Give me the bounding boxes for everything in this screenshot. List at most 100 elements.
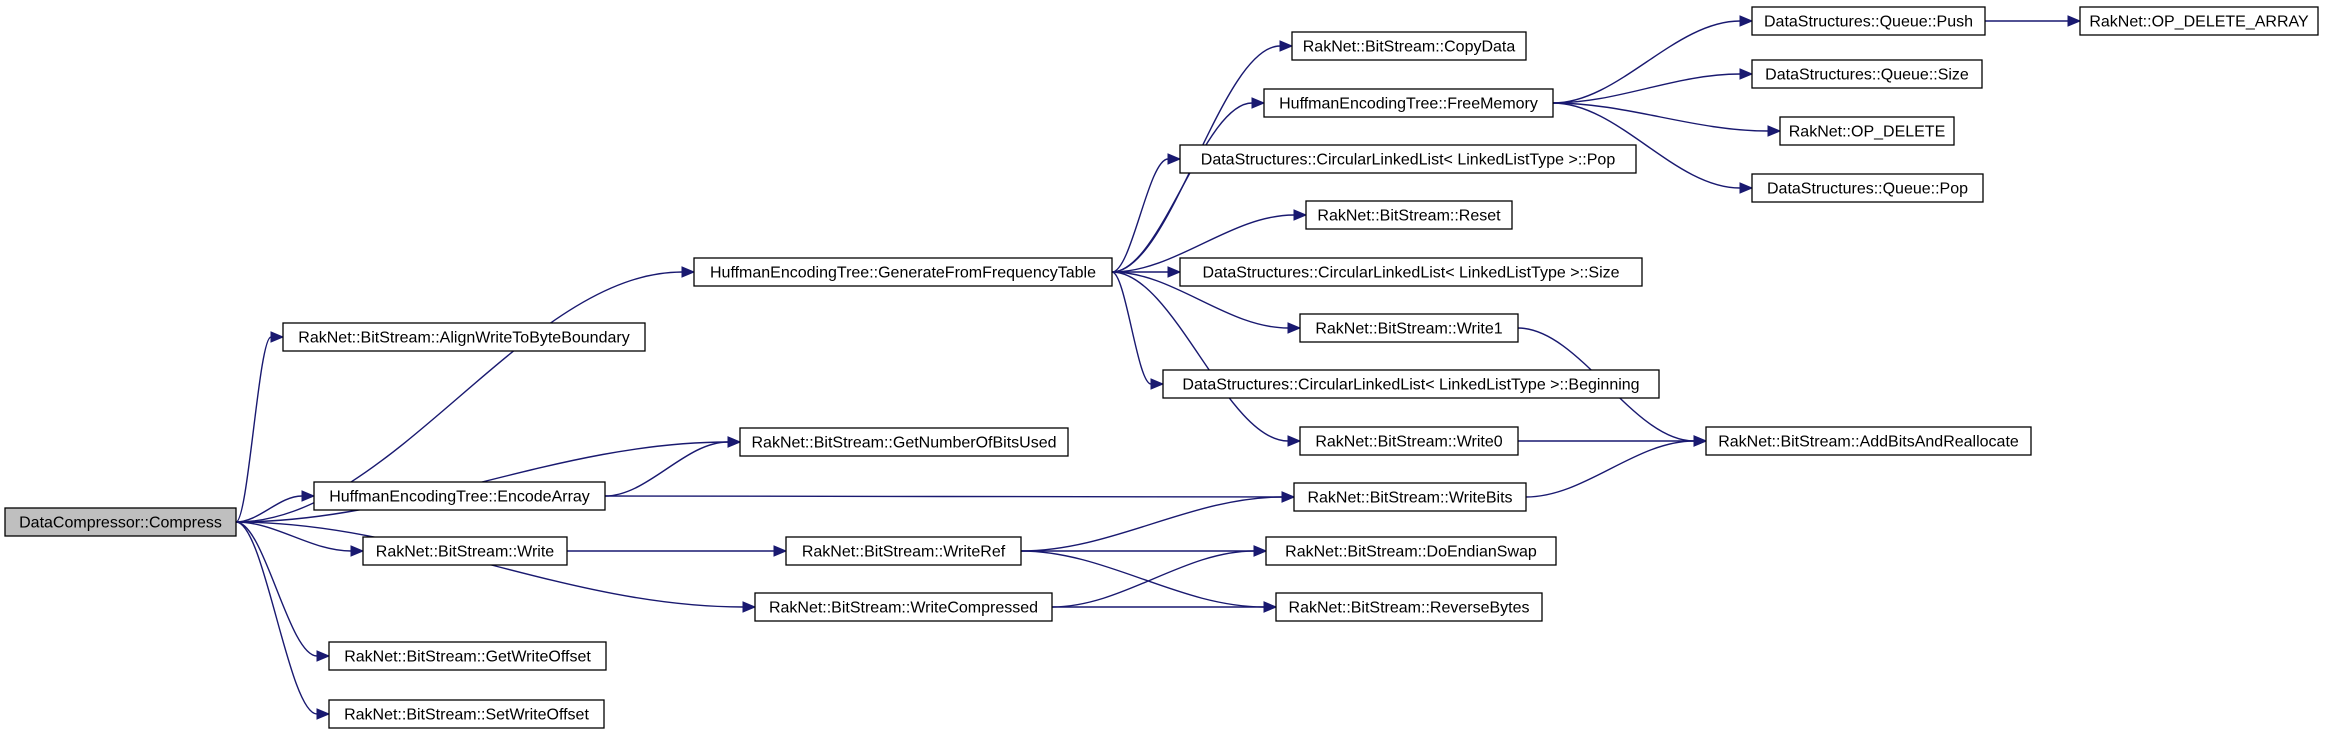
node-freemem[interactable]: HuffmanEncodingTree::FreeMemory bbox=[1263, 88, 1554, 118]
node-getoff[interactable]: RakNet::BitStream::GetWriteOffset bbox=[328, 641, 607, 671]
node-writebits[interactable]: RakNet::BitStream::WriteBits bbox=[1293, 482, 1527, 512]
node-label-endian: RakNet::BitStream::DoEndianSwap bbox=[1285, 544, 1537, 561]
node-box-reset[interactable] bbox=[1305, 200, 1513, 230]
node-setoff[interactable]: RakNet::BitStream::SetWriteOffset bbox=[328, 699, 605, 729]
node-opdel[interactable]: RakNet::OP_DELETE bbox=[1779, 116, 1955, 146]
node-cllsize[interactable]: DataStructures::CircularLinkedList< Link… bbox=[1179, 257, 1643, 287]
node-box-getoff[interactable] bbox=[328, 641, 607, 671]
node-box-revbytes[interactable] bbox=[1275, 592, 1543, 622]
node-label-qsize: DataStructures::Queue::Size bbox=[1765, 67, 1969, 84]
node-label-genfreq: HuffmanEncodingTree::GenerateFromFrequen… bbox=[710, 265, 1096, 282]
node-genfreq[interactable]: HuffmanEncodingTree::GenerateFromFrequen… bbox=[693, 257, 1113, 287]
node-box-writebits[interactable] bbox=[1293, 482, 1527, 512]
edge-genfreq-to-freemem bbox=[1111, 102, 1253, 273]
edge-genfreq-to-write1 bbox=[1111, 271, 1289, 329]
node-label-write1: RakNet::BitStream::Write1 bbox=[1315, 321, 1502, 338]
node-label-getoff: RakNet::BitStream::GetWriteOffset bbox=[344, 649, 591, 666]
node-box-copydata[interactable] bbox=[1291, 31, 1527, 61]
arrowhead-compress-to-setoff bbox=[316, 708, 331, 720]
node-label-write: RakNet::BitStream::Write bbox=[376, 544, 555, 561]
arrowhead-freemem-to-qpush bbox=[1739, 15, 1754, 27]
node-box-write[interactable] bbox=[362, 536, 568, 566]
node-label-opdelarr: RakNet::OP_DELETE_ARRAY bbox=[2089, 14, 2309, 31]
node-writeref[interactable]: RakNet::BitStream::WriteRef bbox=[785, 536, 1022, 566]
node-box-cllsize[interactable] bbox=[1179, 257, 1643, 287]
node-compress[interactable]: DataCompressor::Compress bbox=[4, 507, 237, 537]
node-writecomp[interactable]: RakNet::BitStream::WriteCompressed bbox=[754, 592, 1053, 622]
node-write0[interactable]: RakNet::BitStream::Write0 bbox=[1299, 426, 1519, 456]
node-box-encode[interactable] bbox=[313, 481, 606, 511]
arrowhead-genfreq-to-reset bbox=[1293, 209, 1308, 221]
node-label-encode: HuffmanEncodingTree::EncodeArray bbox=[329, 489, 590, 506]
edge-compress-to-encode bbox=[235, 495, 303, 523]
arrowhead-writebits-to-addbits bbox=[1693, 435, 1708, 447]
arrowhead-write-to-writeref bbox=[773, 545, 788, 557]
node-reset[interactable]: RakNet::BitStream::Reset bbox=[1305, 200, 1513, 230]
node-qpush[interactable]: DataStructures::Queue::Push bbox=[1751, 6, 1986, 36]
arrowhead-freemem-to-qpop bbox=[1739, 182, 1754, 194]
arrowhead-freemem-to-opdel bbox=[1767, 125, 1782, 137]
node-qpop[interactable]: DataStructures::Queue::Pop bbox=[1751, 173, 1984, 203]
node-box-qsize[interactable] bbox=[1751, 59, 1983, 89]
edge-writeref-to-writebits bbox=[1020, 496, 1283, 552]
node-write[interactable]: RakNet::BitStream::Write bbox=[362, 536, 568, 566]
arrowhead-writeref-to-writebits bbox=[1281, 491, 1296, 503]
edge-genfreq-to-cllbegin bbox=[1111, 271, 1152, 385]
node-box-opdelarr[interactable] bbox=[2079, 6, 2319, 36]
arrowhead-qpush-to-opdelarr bbox=[2067, 15, 2082, 27]
node-box-write0[interactable] bbox=[1299, 426, 1519, 456]
edge-compress-to-write bbox=[235, 521, 352, 552]
node-box-cllpop[interactable] bbox=[1179, 144, 1637, 174]
node-addbits[interactable]: RakNet::BitStream::AddBitsAndReallocate bbox=[1705, 426, 2032, 456]
node-box-qpush[interactable] bbox=[1751, 6, 1986, 36]
node-box-cllbegin[interactable] bbox=[1162, 369, 1660, 399]
node-box-genfreq[interactable] bbox=[693, 257, 1113, 287]
node-label-cllpop: DataStructures::CircularLinkedList< Link… bbox=[1201, 152, 1616, 169]
arrowhead-genfreq-to-copydata bbox=[1279, 40, 1294, 52]
node-label-writecomp: RakNet::BitStream::WriteCompressed bbox=[769, 600, 1038, 617]
node-numbits[interactable]: RakNet::BitStream::GetNumberOfBitsUsed bbox=[739, 427, 1069, 457]
edge-writebits-to-addbits bbox=[1525, 440, 1695, 498]
node-box-align[interactable] bbox=[282, 322, 646, 352]
arrowhead-writecomp-to-revbytes bbox=[1263, 601, 1278, 613]
node-box-writeref[interactable] bbox=[785, 536, 1022, 566]
node-write1[interactable]: RakNet::BitStream::Write1 bbox=[1299, 313, 1519, 343]
node-label-cllsize: DataStructures::CircularLinkedList< Link… bbox=[1202, 265, 1619, 282]
node-box-opdel[interactable] bbox=[1779, 116, 1955, 146]
edge-writecomp-to-endian bbox=[1051, 550, 1255, 608]
node-layer: DataCompressor::CompressRakNet::BitStrea… bbox=[4, 6, 2319, 729]
node-align[interactable]: RakNet::BitStream::AlignWriteToByteBound… bbox=[282, 322, 646, 352]
arrowhead-compress-to-write bbox=[350, 545, 365, 557]
arrowhead-compress-to-getoff bbox=[316, 650, 331, 662]
node-box-setoff[interactable] bbox=[328, 699, 605, 729]
edge-encode-to-writebits bbox=[604, 495, 1283, 498]
edge-freemem-to-qpush bbox=[1552, 20, 1741, 104]
node-opdelarr[interactable]: RakNet::OP_DELETE_ARRAY bbox=[2079, 6, 2319, 36]
arrowhead-genfreq-to-write1 bbox=[1287, 322, 1302, 334]
node-box-addbits[interactable] bbox=[1705, 426, 2032, 456]
node-copydata[interactable]: RakNet::BitStream::CopyData bbox=[1291, 31, 1527, 61]
arrowhead-compress-to-align bbox=[270, 331, 285, 343]
node-box-write1[interactable] bbox=[1299, 313, 1519, 343]
node-cllbegin[interactable]: DataStructures::CircularLinkedList< Link… bbox=[1162, 369, 1660, 399]
node-box-numbits[interactable] bbox=[739, 427, 1069, 457]
arrowhead-genfreq-to-cllpop bbox=[1167, 153, 1182, 165]
node-encode[interactable]: HuffmanEncodingTree::EncodeArray bbox=[313, 481, 606, 511]
node-revbytes[interactable]: RakNet::BitStream::ReverseBytes bbox=[1275, 592, 1543, 622]
edge-compress-to-genfreq bbox=[235, 271, 683, 523]
node-qsize[interactable]: DataStructures::Queue::Size bbox=[1751, 59, 1983, 89]
node-label-addbits: RakNet::BitStream::AddBitsAndReallocate bbox=[1718, 434, 2019, 451]
node-box-writecomp[interactable] bbox=[754, 592, 1053, 622]
node-label-numbits: RakNet::BitStream::GetNumberOfBitsUsed bbox=[752, 435, 1057, 452]
node-box-compress[interactable] bbox=[4, 507, 237, 537]
edge-encode-to-numbits bbox=[604, 441, 729, 497]
arrowhead-compress-to-encode bbox=[301, 490, 316, 502]
node-cllpop[interactable]: DataStructures::CircularLinkedList< Link… bbox=[1179, 144, 1637, 174]
arrowhead-freemem-to-qsize bbox=[1739, 68, 1754, 80]
node-box-qpop[interactable] bbox=[1751, 173, 1984, 203]
node-endian[interactable]: RakNet::BitStream::DoEndianSwap bbox=[1265, 536, 1557, 566]
node-label-align: RakNet::BitStream::AlignWriteToByteBound… bbox=[298, 330, 629, 347]
node-box-endian[interactable] bbox=[1265, 536, 1557, 566]
node-box-freemem[interactable] bbox=[1263, 88, 1554, 118]
